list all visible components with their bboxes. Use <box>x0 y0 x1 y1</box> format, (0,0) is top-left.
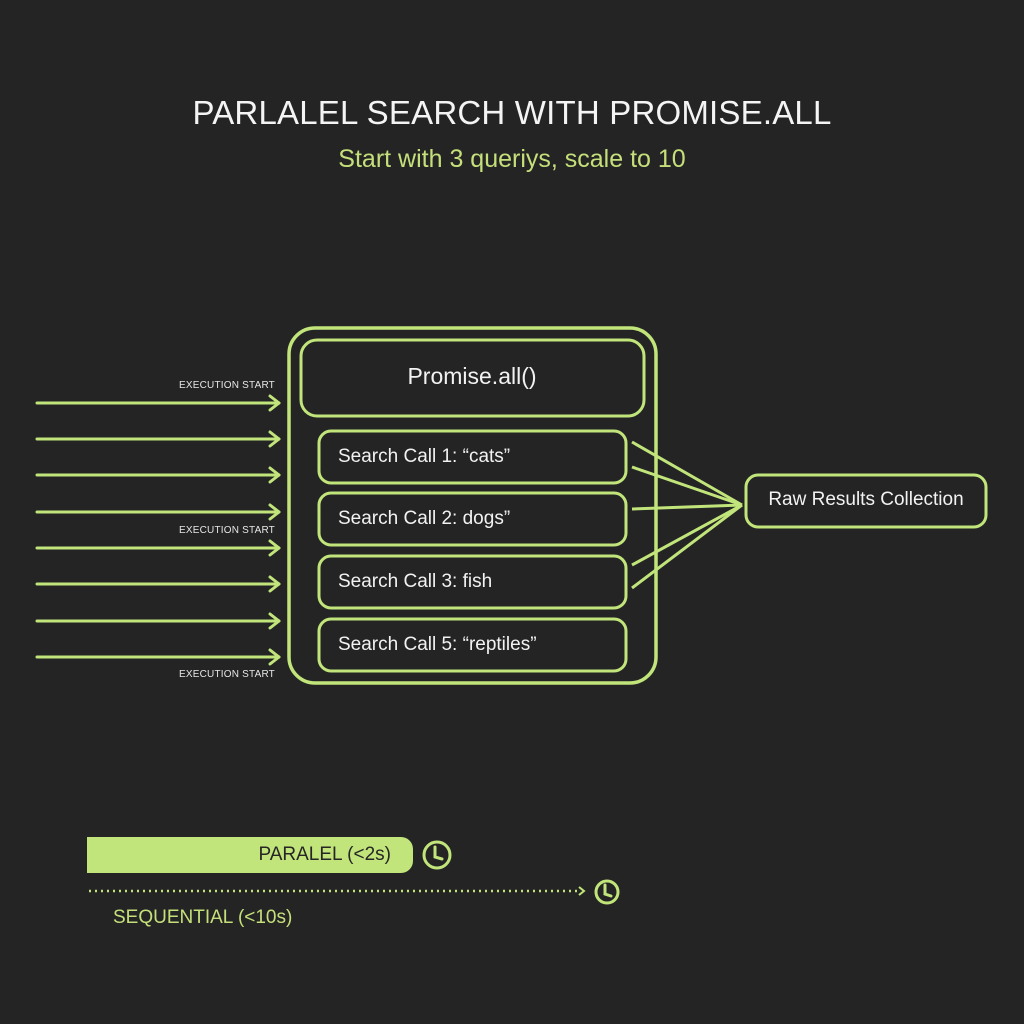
search-call-box-2 <box>317 491 628 547</box>
arrow-5 <box>35 539 281 557</box>
search-call-box-1 <box>317 429 628 485</box>
arrow-7 <box>35 612 281 630</box>
arrow-1 <box>35 394 281 412</box>
clock-icon <box>594 879 620 905</box>
result-connectors <box>631 440 743 590</box>
promise-all-container <box>287 326 658 685</box>
execution-start-label: EXECUTION START <box>179 525 275 536</box>
promise-all-header-box <box>299 338 646 418</box>
raw-results-box <box>744 473 988 529</box>
arrow-3 <box>35 466 281 484</box>
search-call-box-5 <box>317 617 628 673</box>
execution-start-label: EXECUTION START <box>179 380 275 391</box>
arrow-6 <box>35 575 281 593</box>
sequential-label: SEQUENTIAL (<10s) <box>113 907 293 928</box>
raw-results-label: Raw Results Collection <box>768 489 964 510</box>
parallel-label: PARALEL (<2s) <box>258 844 391 865</box>
execution-start-label: EXECUTION START <box>179 669 275 680</box>
parallel-timing-bar: PARALEL (<2s) <box>87 837 413 873</box>
input-arrows <box>35 394 281 666</box>
search-call-label: Search Call 1: “cats” <box>338 446 511 467</box>
clock-icon <box>422 840 452 870</box>
search-call-label: Search Call 2: dogs” <box>338 508 511 529</box>
search-call-label: Search Call 5: “reptiles” <box>338 634 537 655</box>
diagram-subtitle: Start with 3 queriys, scale to 10 <box>338 145 686 173</box>
diagram-title: PARLALEL SEARCH WITH PROMISE.ALL <box>192 94 832 131</box>
search-call-label: Search Call 3: fish <box>338 571 493 592</box>
search-call-box-3 <box>317 554 628 610</box>
arrow-8 <box>35 648 281 666</box>
arrow-4 <box>35 503 281 521</box>
promise-all-label: Promise.all() <box>407 363 537 389</box>
arrow-2 <box>35 430 281 448</box>
